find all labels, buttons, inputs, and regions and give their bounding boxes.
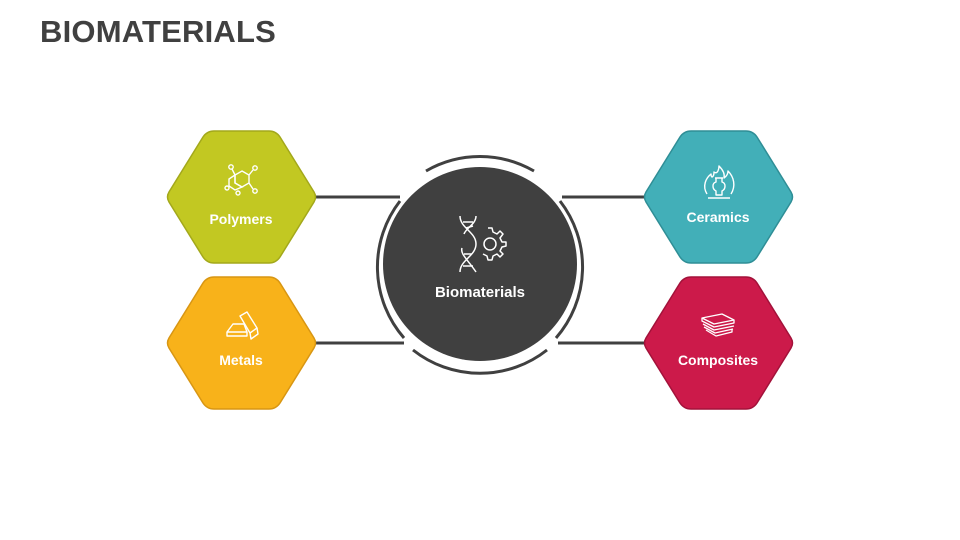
molecule-icon xyxy=(224,164,258,196)
stacked-sheets-icon xyxy=(701,313,735,337)
center-circle xyxy=(383,167,577,361)
hexagon-metals xyxy=(166,276,317,410)
node-label-metals: Metals xyxy=(219,352,263,368)
outer-ring xyxy=(375,155,585,375)
hexagon-composites xyxy=(643,276,794,410)
page-title: BIOMATERIALS xyxy=(40,14,277,49)
gold-bars-icon xyxy=(226,311,259,340)
connector-lines xyxy=(315,195,645,345)
node-label-ceramics: Ceramics xyxy=(686,209,750,225)
hexagon-ceramics xyxy=(643,130,794,264)
node-label-polymers: Polymers xyxy=(209,211,273,227)
node-label-composites: Composites xyxy=(677,352,759,368)
center-label: Biomaterials xyxy=(434,284,526,301)
hexagon-polymers xyxy=(166,130,317,264)
fire-vase-icon xyxy=(704,165,735,199)
dna-gear-icon xyxy=(459,215,507,273)
